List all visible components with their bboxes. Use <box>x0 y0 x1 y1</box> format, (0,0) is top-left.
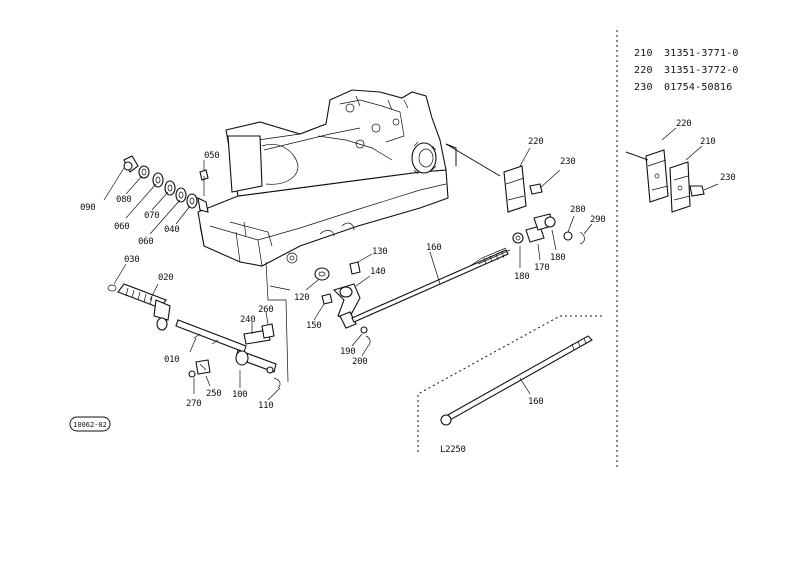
callout-100: 100 <box>232 390 247 400</box>
callout-220-detail: 220 <box>676 119 691 129</box>
callout-160-detail: 160 <box>528 397 543 407</box>
callout-170: 170 <box>534 263 549 273</box>
callout-080: 080 <box>116 195 131 205</box>
figure-code: 10062-02 <box>73 421 107 429</box>
callout-020: 020 <box>158 273 173 283</box>
callout-150: 150 <box>306 321 321 331</box>
callout-060-lower: 060 <box>138 237 153 247</box>
callout-010: 010 <box>164 355 179 365</box>
callout-120: 120 <box>294 293 309 303</box>
transmission-housing-drawing <box>197 89 449 383</box>
callout-190: 190 <box>340 347 355 357</box>
callout-090: 090 <box>80 203 95 213</box>
callout-280: 280 <box>570 205 585 215</box>
callout-230-detail: 230 <box>720 173 735 183</box>
washer-stack-drawing <box>103 155 209 235</box>
lever-assembly-drawing <box>305 253 373 357</box>
callout-270: 270 <box>186 399 201 409</box>
callout-290: 290 <box>590 215 605 225</box>
callout-180-left: 180 <box>514 272 529 282</box>
rod-detail-drawing <box>417 315 604 452</box>
table-ref-210: 210 <box>634 48 653 59</box>
table-ref-220: 220 <box>634 65 653 76</box>
callout-230-installed: 230 <box>560 157 575 167</box>
table-part-210: 31351-3771-0 <box>664 48 739 59</box>
callout-250: 250 <box>206 389 221 399</box>
callout-050: 050 <box>204 151 219 161</box>
callout-160-installed: 160 <box>426 243 441 253</box>
bracket-assembly-drawing <box>503 147 593 268</box>
table-part-230: 01754-50816 <box>664 82 732 93</box>
callout-140: 140 <box>370 267 385 277</box>
callout-070: 070 <box>144 211 159 221</box>
callout-130: 130 <box>372 247 387 257</box>
callout-110: 110 <box>258 401 273 411</box>
callout-030: 030 <box>124 255 139 265</box>
callout-240: 240 <box>240 315 255 325</box>
table-part-220: 31351-3772-0 <box>664 65 739 76</box>
bracket-detail-drawing <box>625 127 719 213</box>
callout-060-upper: 060 <box>114 222 129 232</box>
rod-length-note: L2250 <box>440 445 466 455</box>
leader-housing-to-bracket <box>445 143 501 177</box>
parts-table: 210 31351-3771-0 220 31351-3772-0 230 01… <box>634 48 739 93</box>
callout-220-installed: 220 <box>528 137 543 147</box>
figure-code-badge: 10062-02 <box>69 416 111 432</box>
callout-210: 210 <box>700 137 715 147</box>
shift-shaft-drawing <box>107 263 281 401</box>
control-rod-drawing <box>351 247 511 323</box>
table-ref-230: 230 <box>634 82 653 93</box>
callout-200: 200 <box>352 357 367 367</box>
callout-180-right: 180 <box>550 253 565 263</box>
callout-260: 260 <box>258 305 273 315</box>
callout-040: 040 <box>164 225 179 235</box>
